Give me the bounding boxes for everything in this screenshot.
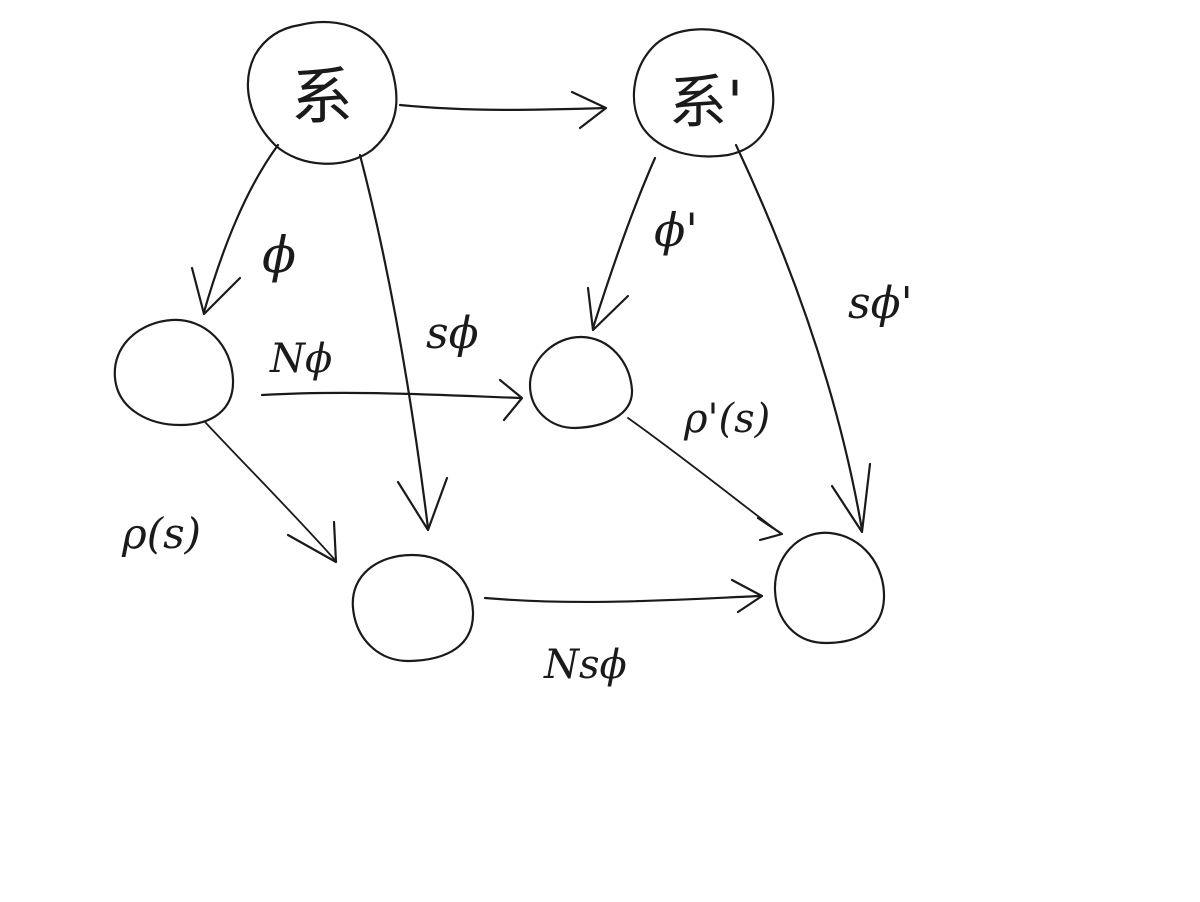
edge-s-phi[interactable]: sϕ (358, 153, 479, 532)
edge-label-n-s-phi: Nsϕ (543, 642, 627, 688)
node-mid-left[interactable] (113, 318, 235, 427)
node-label: 系 (291, 60, 353, 133)
edge-rho-s[interactable]: ρ(s) (121, 421, 338, 564)
node-sys[interactable]: 系 (246, 20, 398, 165)
edge-label-phi: ϕ (262, 226, 296, 284)
node-mid-right[interactable] (528, 335, 634, 430)
edge-n-s-phi[interactable]: Nsϕ (483, 578, 764, 688)
edge-label-rho-s: ρ(s) (121, 509, 201, 558)
edge-label-n-phi: Nϕ (269, 336, 332, 382)
edge-rho-prime-s[interactable]: ρ'(s) (627, 396, 784, 542)
edge-label-phi-prime: ϕ' (654, 203, 698, 257)
node-bottom-right[interactable] (773, 531, 886, 645)
edge-s-phi-prime[interactable]: sϕ' (734, 143, 913, 534)
edge-n-phi[interactable]: Nϕ (260, 336, 524, 422)
node-sys-prime[interactable]: 系' (632, 28, 775, 158)
edge-phi-prime[interactable]: ϕ' (586, 156, 698, 332)
edge-label-s-phi-prime: sϕ' (848, 278, 913, 329)
node-bottom-left[interactable] (351, 553, 475, 663)
edge-phi[interactable]: ϕ (190, 143, 296, 316)
edge-label-s-phi: sϕ (426, 308, 479, 359)
edge-label-rho-prime-s: ρ'(s) (683, 396, 770, 442)
node-label: 系' (669, 68, 743, 136)
edge-sys-to-sys-prime[interactable] (398, 90, 608, 130)
